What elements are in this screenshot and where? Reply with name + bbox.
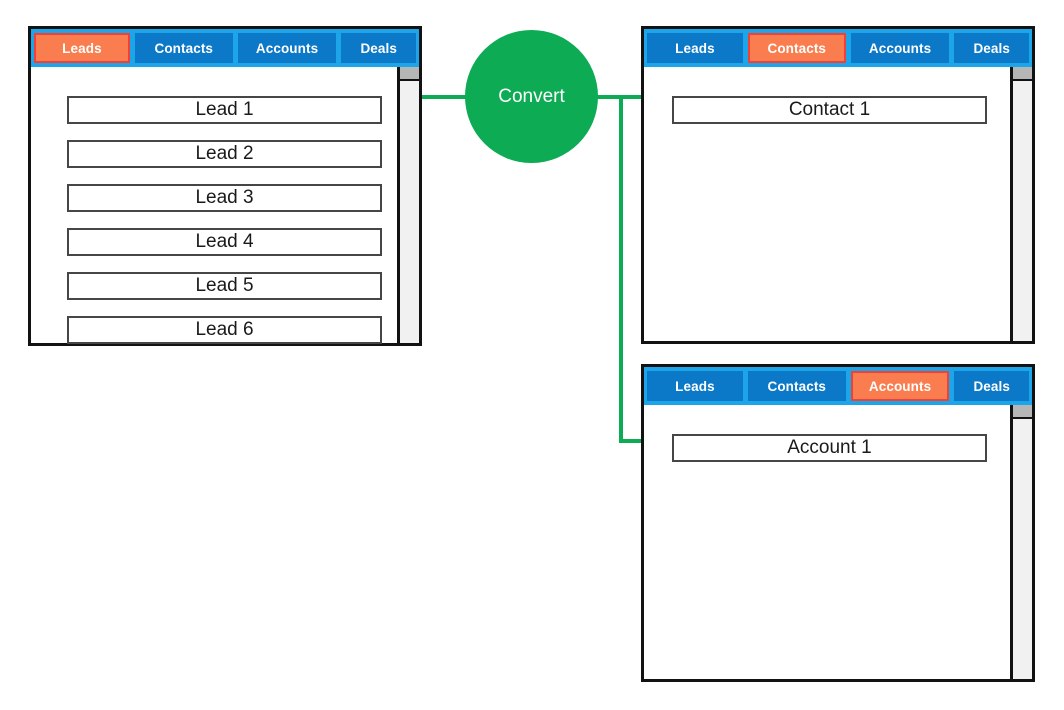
list-item-label: Contact 1 xyxy=(788,99,871,120)
list-item-label: Lead 1 xyxy=(195,99,254,120)
leads-panel-tabbar: Leads Contacts Accounts Deals xyxy=(31,29,419,67)
list-item[interactable]: Lead 4 xyxy=(67,228,382,256)
contacts-panel-scrollbar[interactable] xyxy=(1010,67,1032,341)
list-item[interactable]: Lead 6 xyxy=(67,316,382,344)
list-item[interactable]: Lead 2 xyxy=(67,140,382,168)
tab-leads-label: Leads xyxy=(675,40,715,56)
tab-contacts[interactable]: Contacts xyxy=(747,33,846,63)
scrollbar-thumb[interactable] xyxy=(1013,67,1032,81)
list-item[interactable]: Lead 3 xyxy=(67,184,382,212)
tab-contacts-label: Contacts xyxy=(767,40,827,56)
tab-leads[interactable]: Leads xyxy=(34,33,130,63)
tab-deals[interactable]: Deals xyxy=(341,33,417,63)
tab-accounts[interactable]: Accounts xyxy=(850,371,950,401)
list-item-label: Lead 2 xyxy=(195,143,254,164)
list-item[interactable]: Account 1 xyxy=(672,434,987,462)
leads-panel-body: Lead 1 Lead 2 Lead 3 Lead 4 Lead 5 Lead … xyxy=(31,67,419,344)
tab-leads-label: Leads xyxy=(675,378,715,394)
list-item-label: Lead 6 xyxy=(195,319,254,340)
list-item[interactable]: Contact 1 xyxy=(672,96,987,124)
accounts-panel-tabbar: Leads Contacts Accounts Deals xyxy=(644,367,1032,405)
accounts-panel-body: Account 1 xyxy=(644,405,1032,679)
list-item-label: Lead 3 xyxy=(195,187,254,208)
tab-accounts-label: Accounts xyxy=(868,378,932,394)
tab-contacts[interactable]: Contacts xyxy=(747,371,846,401)
tab-contacts[interactable]: Contacts xyxy=(134,33,233,63)
convert-node-label: Convert xyxy=(498,85,565,107)
tab-contacts-label: Contacts xyxy=(154,40,214,56)
convert-node[interactable]: Convert xyxy=(465,30,598,163)
accounts-panel: Leads Contacts Accounts Deals Account 1 xyxy=(641,364,1035,682)
tab-deals[interactable]: Deals xyxy=(954,371,1030,401)
list-item-label: Account 1 xyxy=(787,437,872,458)
tab-contacts-label: Contacts xyxy=(767,378,827,394)
tab-deals-label: Deals xyxy=(360,40,397,56)
tab-deals-label: Deals xyxy=(973,40,1010,56)
tab-accounts-label: Accounts xyxy=(868,40,932,56)
scrollbar-thumb[interactable] xyxy=(400,67,419,81)
scrollbar-thumb[interactable] xyxy=(1013,405,1032,419)
tab-leads[interactable]: Leads xyxy=(647,33,743,63)
tab-deals[interactable]: Deals xyxy=(954,33,1030,63)
contacts-panel-tabbar: Leads Contacts Accounts Deals xyxy=(644,29,1032,67)
leads-panel: Leads Contacts Accounts Deals Lead 1 Lea… xyxy=(28,26,422,346)
tab-accounts[interactable]: Accounts xyxy=(237,33,337,63)
contacts-panel-body: Contact 1 xyxy=(644,67,1032,341)
tab-leads-label: Leads xyxy=(62,40,102,56)
accounts-panel-scrollbar[interactable] xyxy=(1010,405,1032,679)
leads-panel-scrollbar[interactable] xyxy=(397,67,419,343)
contacts-panel: Leads Contacts Accounts Deals Contact 1 xyxy=(641,26,1035,344)
list-item[interactable]: Lead 5 xyxy=(67,272,382,300)
tab-leads[interactable]: Leads xyxy=(647,371,743,401)
tab-deals-label: Deals xyxy=(973,378,1010,394)
list-item-label: Lead 5 xyxy=(195,275,254,296)
tab-accounts[interactable]: Accounts xyxy=(850,33,950,63)
list-item-label: Lead 4 xyxy=(195,231,254,252)
tab-accounts-label: Accounts xyxy=(255,40,319,56)
list-item[interactable]: Lead 1 xyxy=(67,96,382,124)
